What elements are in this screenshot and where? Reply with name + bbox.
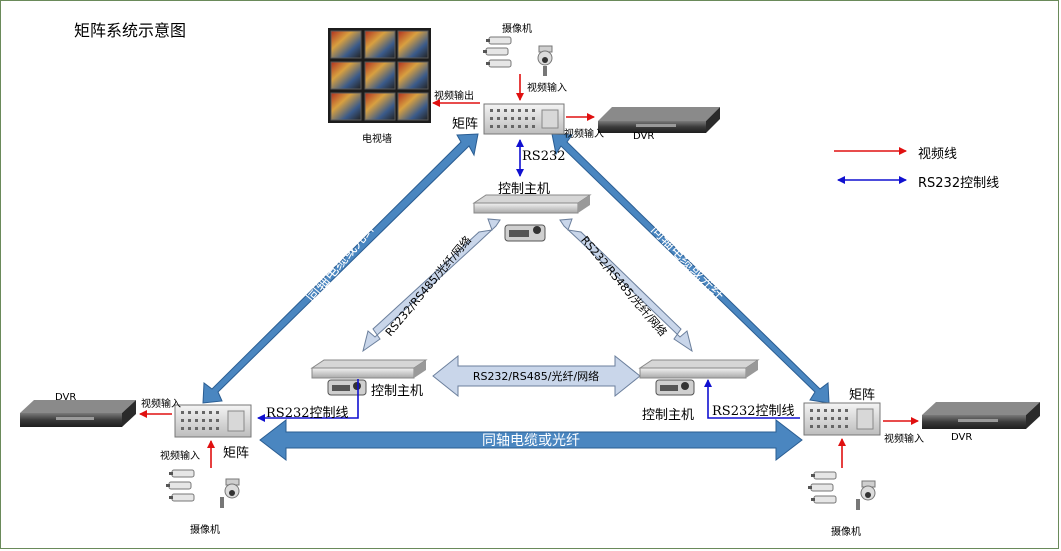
matrix-label-left: 矩阵 bbox=[223, 446, 250, 461]
tv-wall-label: 电视墙 bbox=[362, 134, 392, 145]
controller-top bbox=[472, 194, 592, 242]
controller-label-left: 控制主机 bbox=[371, 384, 424, 399]
net-arrow-left: RS232/RS485/光纤/网络 bbox=[362, 218, 501, 353]
dvr-top bbox=[598, 107, 720, 133]
dvr-video-in-label-top: 视频输入 bbox=[564, 129, 604, 140]
matrix-top bbox=[483, 103, 565, 135]
matrix-label-right: 矩阵 bbox=[849, 388, 876, 403]
legend-video-label: 视频线 bbox=[918, 147, 958, 162]
matrix-left bbox=[174, 404, 252, 438]
camera-label-top: 摄像机 bbox=[502, 24, 532, 35]
rs232-arrow-right bbox=[704, 379, 800, 419]
trunk-left-label: 同轴电缆或光纤 bbox=[303, 220, 378, 305]
matrix-label-top: 矩阵 bbox=[452, 117, 479, 132]
dvr-label-left: DVR bbox=[55, 392, 77, 403]
camera-label-right: 摄像机 bbox=[831, 527, 861, 538]
dvr-video-in-label-right: 视频输入 bbox=[884, 434, 924, 445]
controller-label-right: 控制主机 bbox=[642, 408, 695, 423]
rs232-ctrl-label-right: RS232控制线 bbox=[712, 404, 795, 419]
net-bottom-label: RS232/RS485/光纤/网络 bbox=[473, 369, 599, 383]
controller-right bbox=[638, 359, 760, 396]
trunk-bottom-label: 同轴电缆或光纤 bbox=[482, 433, 580, 449]
dvr-label-top: DVR bbox=[633, 131, 655, 142]
video-in-label-top: 视频输入 bbox=[527, 83, 567, 94]
camera-label-left: 摄像机 bbox=[190, 525, 220, 536]
tv-wall bbox=[328, 28, 431, 123]
video-in-label-left: 视频输入 bbox=[160, 451, 200, 462]
dvr-video-in-label-left: 视频输入 bbox=[141, 399, 181, 410]
net-arrow-bottom: RS232/RS485/光纤/网络 bbox=[432, 354, 641, 398]
dvr-label-right: DVR bbox=[951, 432, 973, 443]
cameras-left bbox=[166, 469, 240, 508]
matrix-right bbox=[803, 402, 881, 436]
cameras-right bbox=[808, 471, 876, 510]
dvr-left bbox=[20, 400, 136, 427]
rs232-ctrl-label-left: RS232控制线 bbox=[266, 406, 349, 421]
diagram-title: 矩阵系统示意图 bbox=[74, 21, 187, 40]
rs232-label-top: RS232 bbox=[522, 149, 566, 164]
trunk-right-label: 同轴电缆或光纤 bbox=[647, 222, 727, 304]
legend-rs232-label: RS232控制线 bbox=[918, 176, 1000, 191]
dvr-right bbox=[922, 402, 1040, 429]
trunk-arrow-bottom: 同轴电缆或光纤 bbox=[259, 418, 803, 462]
cameras-top bbox=[483, 36, 553, 76]
rs232-arrow-left bbox=[257, 379, 359, 422]
net-right-label: RS232/RS485/光纤/网络 bbox=[578, 233, 670, 339]
video-out-label-top: 视频输出 bbox=[434, 91, 474, 102]
net-left-label: RS232/RS485/光纤/网络 bbox=[382, 233, 474, 339]
controller-label-top: 控制主机 bbox=[498, 182, 551, 197]
controller-left bbox=[310, 359, 428, 396]
